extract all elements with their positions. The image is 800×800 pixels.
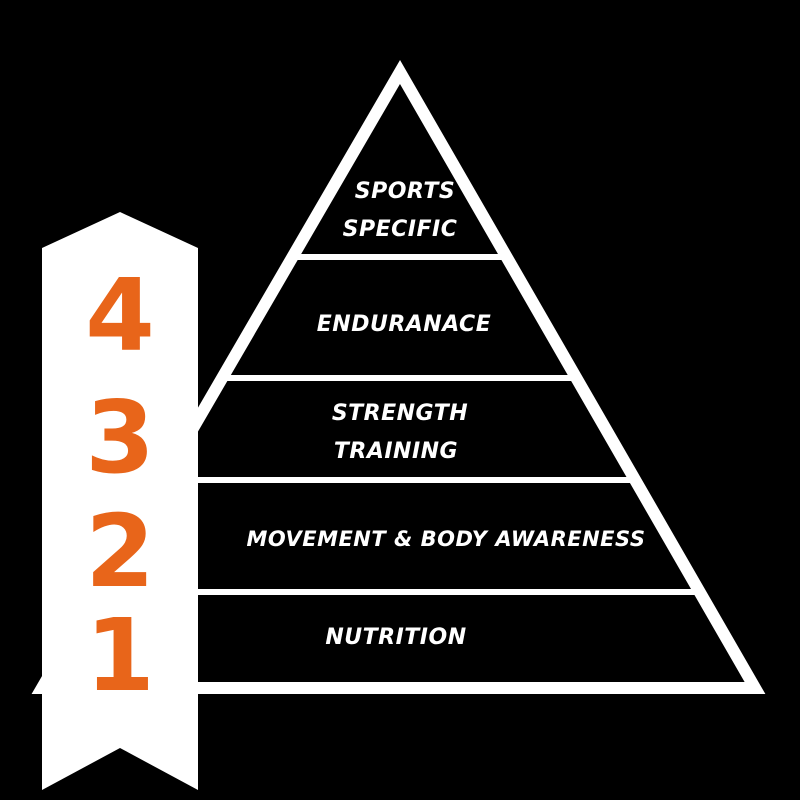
ribbon-banner — [42, 212, 198, 790]
layer-label-strength: TRAINING — [334, 439, 458, 464]
level-number-1: 1 — [85, 597, 155, 714]
layer-label-sports: SPORTS — [355, 179, 455, 204]
layer-label-nutrition: NUTRITION — [325, 625, 466, 650]
layer-label-strength: STRENGTH — [332, 401, 468, 426]
layer-label-endurance: ENDURANACE — [317, 312, 491, 337]
level-number-2: 2 — [85, 493, 155, 610]
layer-label-sports: SPECIFIC — [343, 217, 458, 242]
level-number-3: 3 — [85, 379, 155, 496]
level-number-4: 4 — [85, 257, 155, 374]
layer-label-movement: MOVEMENT & BODY AWARENESS — [246, 527, 645, 551]
